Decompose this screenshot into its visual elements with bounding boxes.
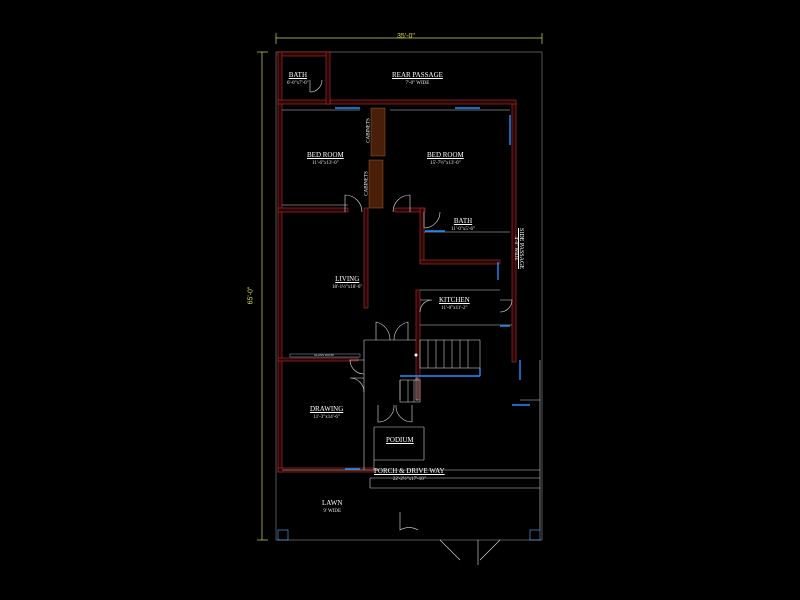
room-label-bath-side: BATH 11'-0"x5'-6": [451, 217, 476, 233]
room-label-drawing: DRAWING 11'-3"x14'-6": [310, 405, 344, 421]
room-label-rear-passage: REAR PASSAGE 7'-0" WIDE: [392, 71, 443, 87]
glass-door-note: GLASS DOOR: [314, 353, 334, 357]
interior-lines: [282, 109, 541, 530]
room-label-podium: PODIUM: [386, 436, 414, 444]
cabinet-label-upper: CABINETS: [366, 118, 372, 143]
glass-door-strip: [289, 353, 361, 358]
width-dimension: 35'-0": [397, 33, 415, 40]
room-label-bath-top: BATH 6'-0"x7'-0": [287, 71, 309, 87]
door-swings: [309, 79, 513, 565]
room-label-bed-left: BED ROOM 11'-6"x13'-0": [307, 151, 344, 167]
room-label-lawn: LAWN 9' WIDE: [322, 499, 343, 515]
walls: [277, 51, 517, 473]
cabinet-label-lower: CABINETS: [364, 171, 370, 196]
gate-posts: [277, 529, 541, 541]
windows: [335, 107, 530, 470]
cabinets: [368, 107, 386, 209]
length-dimension: 65'-0": [247, 286, 255, 305]
room-label-living: LIVING 18'-1½"x18'-6": [332, 275, 363, 291]
plot-boundary: [275, 51, 543, 541]
room-label-side-passage: SIDE PASSAGE 4'-0" WIDE: [512, 228, 524, 269]
staircase: [399, 339, 481, 403]
dimension-lines: [257, 33, 543, 541]
room-label-bed-right: BED ROOM 15'-7½"x13'-0": [427, 151, 464, 167]
room-label-porch: PORCH & DRIVE WAY 22'-2½"x17'-10": [374, 467, 445, 483]
room-label-kitchen: KITCHEN 11'-0"x11'-2": [439, 296, 470, 312]
